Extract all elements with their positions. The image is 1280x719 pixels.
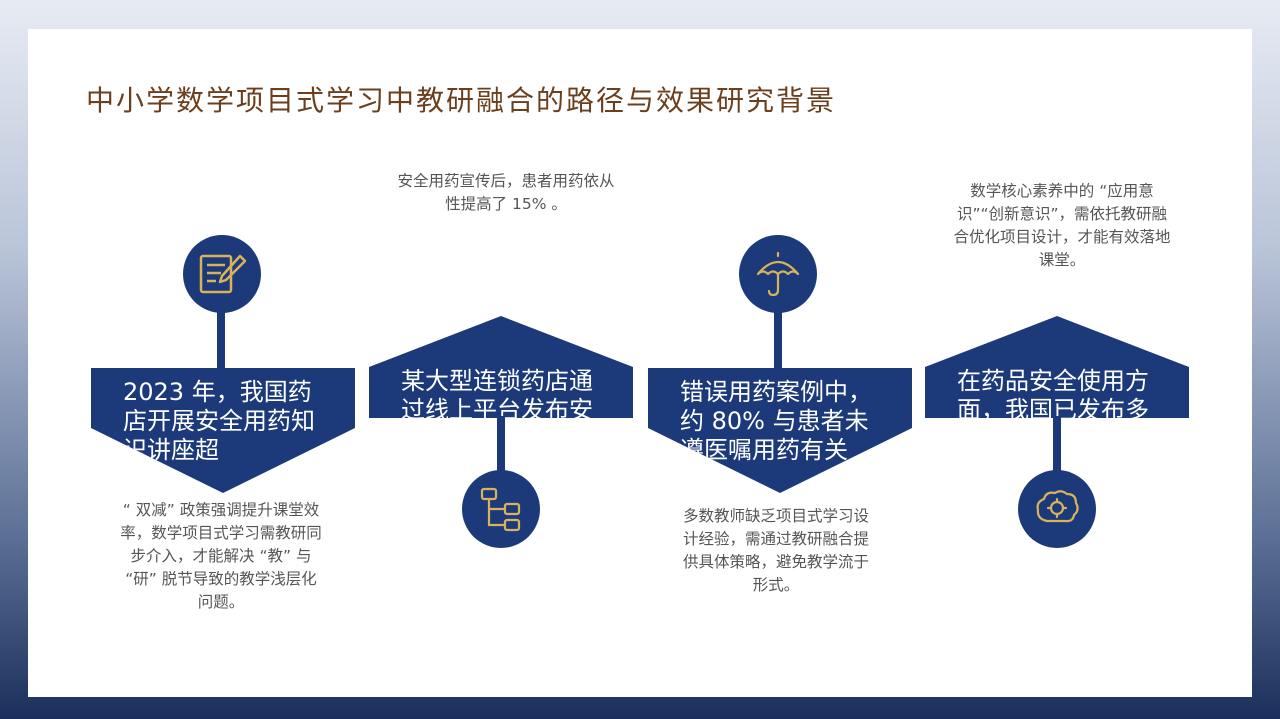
connector-3	[774, 307, 782, 371]
card-2-text: 某大型连锁药店通过线上平台发布安全用药科普文章，点击量达 50 万次。	[401, 367, 593, 418]
icon-circle-1	[183, 235, 261, 313]
card-1: 2023 年，我国药店开展安全用药知识讲座超	[91, 368, 355, 493]
icon-circle-4	[1018, 470, 1096, 548]
connector-2	[497, 416, 505, 474]
note-1: “ 双减” 政策强调提升课堂效率，数学项目式学习需教研同步介入，才能解决 “教”…	[120, 501, 322, 611]
page-title: 中小学数学项目式学习中教研融合的路径与效果研究背景	[86, 84, 837, 117]
note-3: 多数教师缺乏项目式学习设计经验，需通过教研融合提供具体策略，避免教学流于形式。	[682, 507, 869, 594]
document-edit-icon	[199, 254, 247, 294]
slide: 中小学数学项目式学习中教研融合的路径与效果研究背景 “ 双减” 政策强调提升课堂…	[28, 29, 1252, 697]
card-4: 在药品安全使用方面，我国已发布多项指南，旨在合理用药	[925, 316, 1189, 418]
icon-circle-2	[462, 470, 540, 548]
umbrella-icon	[756, 251, 800, 297]
note-4: 数学核心素养中的 “应用意识”“创新意识”，需依托教研融合优化项目设计，才能有效…	[953, 182, 1171, 269]
connector-1	[217, 307, 225, 371]
card-2: 某大型连锁药店通过线上平台发布安全用药科普文章，点击量达 50 万次。	[369, 316, 633, 418]
brain-gear-icon	[1036, 490, 1079, 523]
note-2: 安全用药宣传后，患者用药依从性提高了 15% 。	[397, 172, 615, 213]
icon-circle-3	[739, 235, 817, 313]
card-4-text: 在药品安全使用方面，我国已发布多项指南，旨在合理用药	[957, 367, 1149, 418]
card-1-text: 2023 年，我国药店开展安全用药知识讲座超	[123, 378, 315, 464]
flowchart-icon	[480, 487, 521, 532]
card-3: 错误用药案例中，约 80% 与患者未遵医嘱用药有关	[648, 368, 912, 493]
card-3-text: 错误用药案例中，约 80% 与患者未遵医嘱用药有关	[680, 378, 872, 464]
connector-4	[1053, 416, 1061, 474]
